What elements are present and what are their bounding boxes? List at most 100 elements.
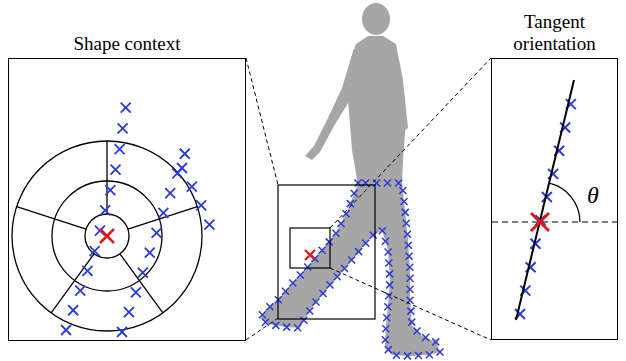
- contour-point: [341, 265, 348, 272]
- contour-point: [300, 317, 307, 324]
- contour-point: [385, 259, 392, 266]
- contour-point: [180, 149, 190, 159]
- contour-point: [105, 185, 115, 195]
- contour-point: [408, 319, 415, 326]
- contour-point: [82, 266, 92, 276]
- reference-point: [531, 213, 549, 231]
- contour-point: [327, 281, 334, 288]
- contour-point: [379, 227, 386, 234]
- log-polar-histogram: [12, 103, 214, 337]
- contour-point: [326, 238, 333, 245]
- contour-point: [313, 298, 320, 305]
- contour-point: [404, 231, 411, 238]
- radial-bin: [12, 141, 202, 331]
- zoom-leader: [330, 58, 491, 228]
- back-arm: [386, 48, 408, 132]
- contour-points: [259, 180, 444, 360]
- contour-point: [306, 308, 313, 315]
- contour-point: [399, 187, 406, 194]
- contour-point: [121, 103, 131, 113]
- contour-point: [138, 268, 148, 278]
- contour-point: [401, 198, 408, 205]
- contour-point: [370, 232, 377, 239]
- contour-point: [272, 322, 279, 329]
- contour-point: [334, 273, 341, 280]
- contour-points: [61, 103, 214, 337]
- angular-bin: [128, 207, 197, 230]
- contour-point: [414, 328, 421, 335]
- contour-point: [406, 264, 413, 271]
- contour-point: [90, 246, 100, 256]
- contour-point: [118, 123, 128, 133]
- contour-point: [407, 275, 414, 282]
- contour-point: [124, 307, 134, 317]
- contour-point: [385, 248, 392, 255]
- context-window: [278, 185, 375, 319]
- contour-point: [187, 182, 197, 192]
- contour-point: [320, 290, 327, 297]
- reference-point: [100, 229, 114, 243]
- tangent-illustration: [492, 80, 617, 320]
- contour-point: [386, 270, 393, 277]
- shape-context-inset: Shape context: [8, 58, 246, 341]
- contour-point: [165, 188, 175, 198]
- contour-point: [426, 351, 433, 358]
- contour-point: [385, 292, 392, 299]
- contour-point: [266, 303, 273, 310]
- angular-bin: [106, 141, 107, 214]
- contour-point: [404, 352, 411, 359]
- contour-point: [384, 180, 391, 187]
- contour-point: [100, 205, 110, 215]
- contour-point: [283, 324, 290, 331]
- contour-point: [294, 324, 301, 331]
- contour-point: [297, 272, 304, 279]
- contour-point: [403, 220, 410, 227]
- tangent-window: [290, 228, 330, 268]
- contour-point: [61, 325, 71, 335]
- contour-point: [422, 334, 429, 341]
- angular-bin: [17, 207, 86, 230]
- reference-point: [305, 250, 315, 260]
- zoom-leader: [246, 318, 278, 340]
- inset-title: Shape context: [0, 33, 255, 55]
- contour-point: [432, 338, 439, 345]
- contour-point: [337, 220, 344, 227]
- inset-title: Tangent orientation: [482, 11, 626, 55]
- tangent-line: [516, 80, 574, 320]
- contour-point: [382, 325, 389, 332]
- contour-point: [332, 230, 339, 237]
- contour-point: [115, 144, 125, 154]
- contour-point: [406, 253, 413, 260]
- contour-point: [117, 327, 127, 337]
- contour-point: [262, 319, 269, 326]
- contour-point: [158, 208, 168, 218]
- angular-bin: [51, 254, 94, 313]
- radial-bin: [85, 214, 129, 258]
- angle-symbol: θ: [587, 183, 599, 207]
- contour-point: [402, 209, 409, 216]
- contour-point: [405, 242, 412, 249]
- contour-point: [204, 220, 214, 230]
- contour-point: [289, 280, 296, 287]
- contour-point: [259, 311, 266, 318]
- head: [362, 3, 390, 35]
- contour-point: [304, 263, 311, 270]
- arm: [305, 48, 360, 160]
- contour-point: [386, 281, 393, 288]
- contour-point: [351, 190, 358, 197]
- contour-point: [382, 238, 389, 245]
- contour-point: [436, 348, 443, 355]
- contour-point: [385, 346, 392, 353]
- angular-bin: [120, 254, 163, 313]
- contour-point: [68, 305, 78, 315]
- contour-point: [131, 287, 141, 297]
- tangent-inset: Tangent orientationθ: [491, 58, 618, 340]
- contour-point: [319, 247, 326, 254]
- contour-point: [355, 248, 362, 255]
- contour-point: [196, 200, 206, 210]
- contour-point: [348, 257, 355, 264]
- horizontal-reference: [492, 221, 617, 222]
- legs: [260, 183, 440, 356]
- contour-point: [111, 165, 121, 175]
